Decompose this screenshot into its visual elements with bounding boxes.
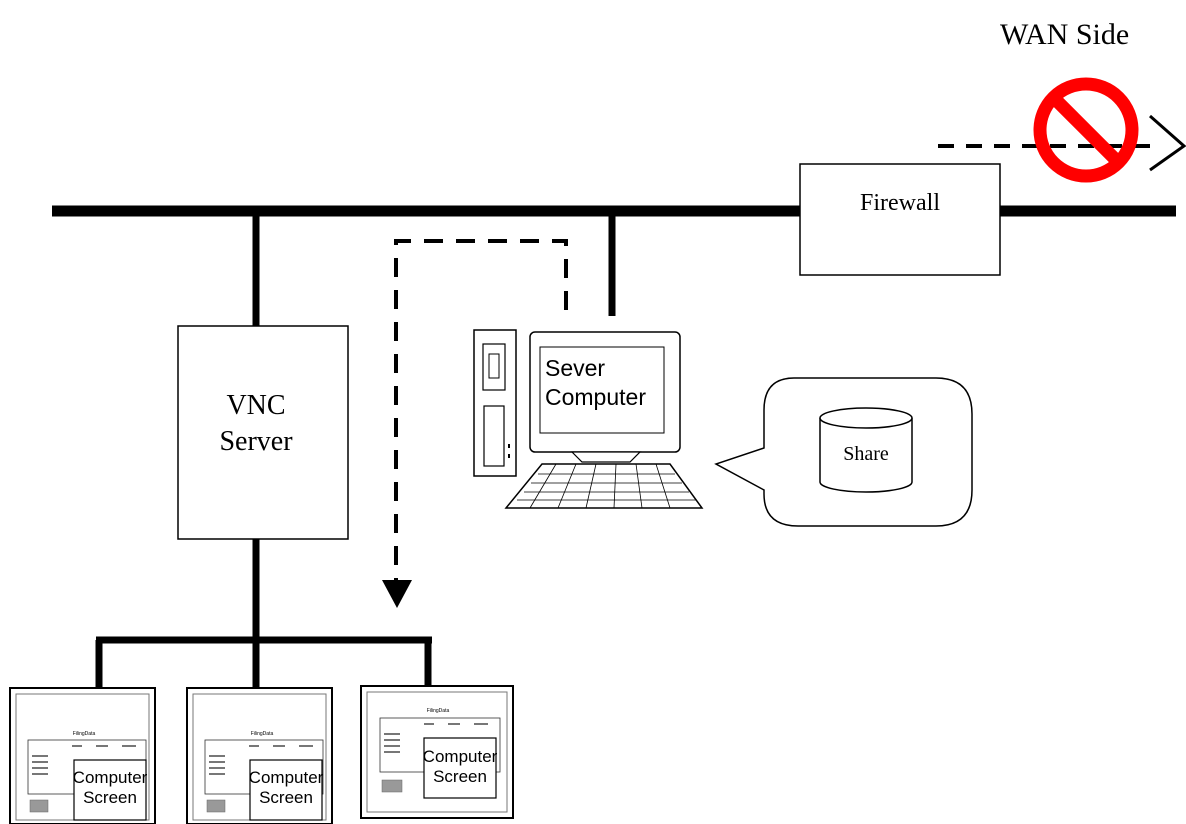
- terminal-3: FilingData Computer Screen: [360, 685, 514, 819]
- keyboard-icon: [504, 463, 704, 509]
- terminal-1: FilingData Computer Screen: [9, 687, 156, 824]
- server-label-line1: Sever: [545, 355, 605, 381]
- database-icon: [819, 407, 913, 493]
- terminal-3-header: FilingData: [427, 708, 450, 714]
- terminal-3-label-line2: Screen: [433, 767, 487, 786]
- prohibited-icon: [1033, 77, 1139, 183]
- server-monitor: [529, 331, 681, 463]
- terminal-2: FilingData Computer Screen: [186, 687, 333, 824]
- terminal-1-label-line1: Computer: [73, 768, 148, 787]
- blocked-arrow-head: [1149, 114, 1186, 172]
- access-path: [394, 239, 568, 590]
- share-label: Share: [843, 443, 889, 465]
- vnc-server-box: [177, 325, 349, 540]
- terminal-1-label-line2: Screen: [83, 788, 137, 807]
- wan-side-label: WAN Side: [1000, 18, 1129, 51]
- access-arrow-head: [382, 580, 412, 608]
- vnc-server-label-line1: VNC: [226, 390, 285, 421]
- terminal-2-label-line1: Computer: [249, 768, 324, 787]
- server-tower: [473, 329, 517, 477]
- vnc-server-label-line2: Server: [219, 426, 293, 457]
- terminal-2-header: FilingData: [251, 731, 274, 737]
- firewall-label: Firewall: [860, 190, 940, 216]
- terminal-2-label-line2: Screen: [259, 788, 313, 807]
- terminal-3-label-line1: Computer: [423, 747, 498, 766]
- terminal-1-header: FilingData: [73, 731, 96, 737]
- firewall-box: [799, 163, 1001, 276]
- server-label-line2: Computer: [545, 384, 646, 410]
